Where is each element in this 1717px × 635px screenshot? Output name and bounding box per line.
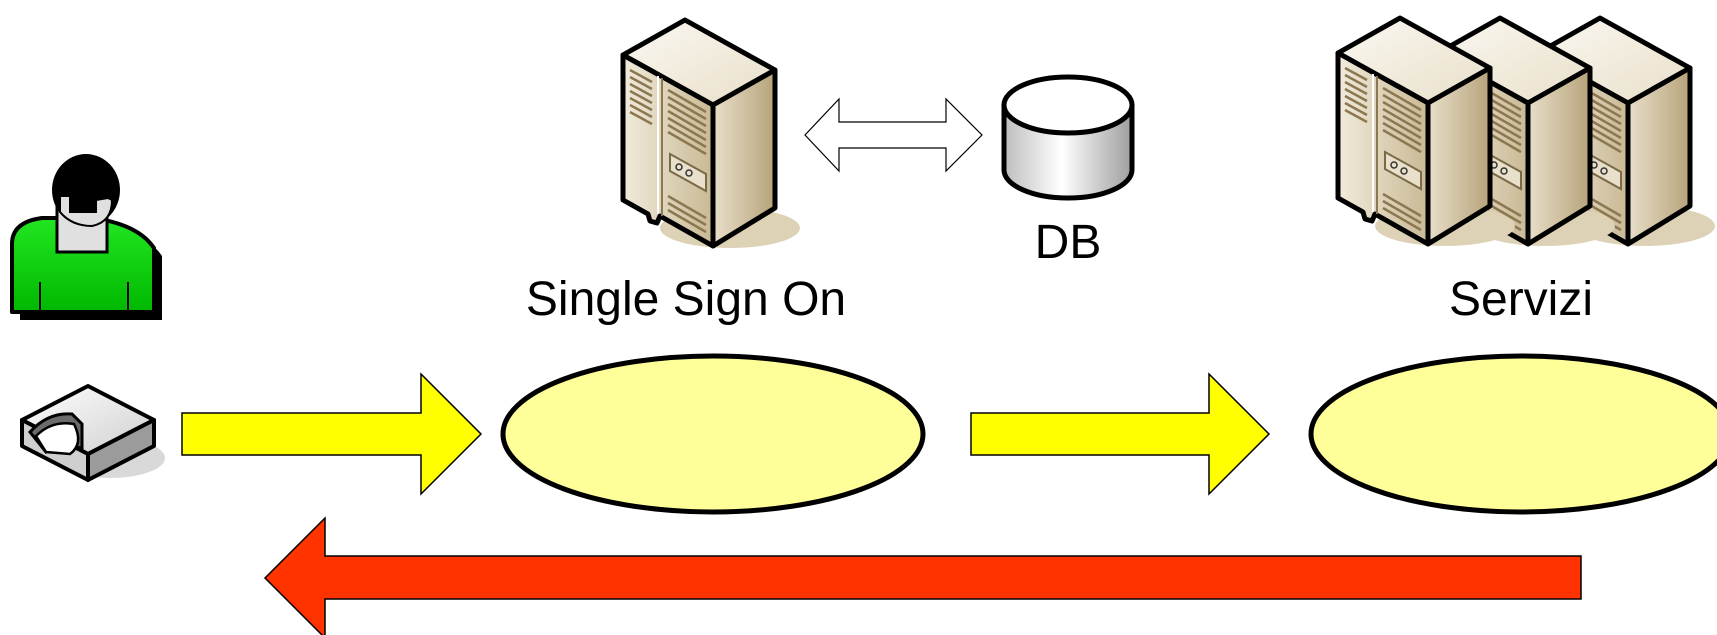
sso-ellipse	[500, 353, 926, 515]
return-arrow	[263, 516, 1582, 635]
person-icon	[10, 154, 162, 320]
server-cluster-icon	[1338, 18, 1715, 246]
services-label: Servizi	[1449, 273, 1593, 326]
forward-arrow-2	[970, 372, 1271, 496]
db-label: DB	[1035, 216, 1102, 269]
services-ellipse	[1308, 353, 1717, 515]
database-icon	[1001, 74, 1135, 201]
double-arrow-icon	[804, 97, 983, 173]
sso-label: Single Sign On	[526, 273, 846, 326]
server-icon	[623, 20, 800, 248]
card-reader-icon	[20, 384, 165, 482]
forward-arrow-1	[181, 372, 483, 496]
